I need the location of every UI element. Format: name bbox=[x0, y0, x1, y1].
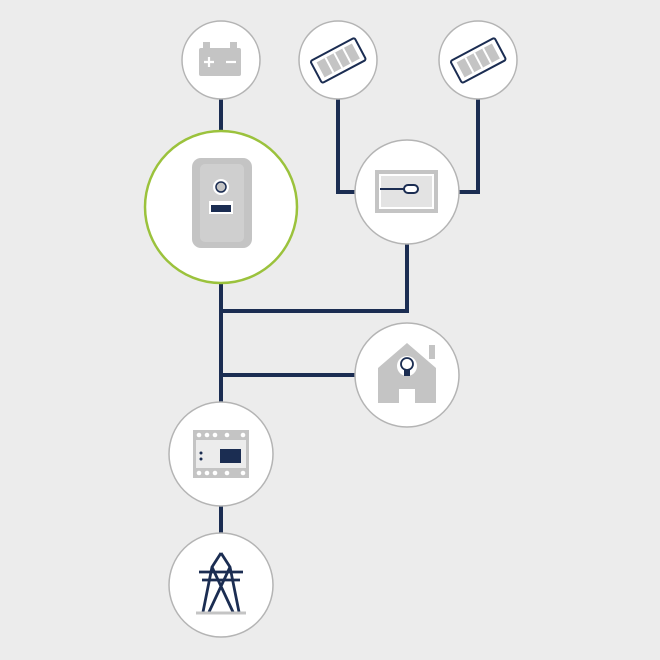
grid-node[interactable] bbox=[168, 532, 274, 638]
power-pylon-icon bbox=[196, 552, 246, 615]
solar-panel-icon bbox=[309, 37, 367, 84]
solar-panel-icon bbox=[449, 37, 507, 84]
line-pv-right-pvinverter bbox=[459, 99, 480, 194]
pv-module-left-node[interactable] bbox=[298, 20, 378, 100]
inverter-node[interactable] bbox=[143, 129, 299, 285]
connection-lines bbox=[219, 98, 480, 536]
battery-node[interactable] bbox=[181, 20, 261, 100]
house-lightbulb-icon bbox=[378, 343, 436, 403]
battery-icon bbox=[199, 42, 241, 76]
line-pv-left-pvinverter bbox=[336, 99, 357, 194]
pv-module-right-node[interactable] bbox=[438, 20, 518, 100]
pv-inverter-icon bbox=[375, 170, 438, 213]
energy-meter-icon bbox=[193, 430, 249, 478]
inverter-icon bbox=[192, 158, 252, 248]
line-pvinverter-trunk bbox=[221, 244, 409, 313]
pv-inverter-node[interactable] bbox=[354, 139, 460, 245]
home-node[interactable] bbox=[354, 322, 460, 428]
energy-meter-node[interactable] bbox=[168, 401, 274, 507]
